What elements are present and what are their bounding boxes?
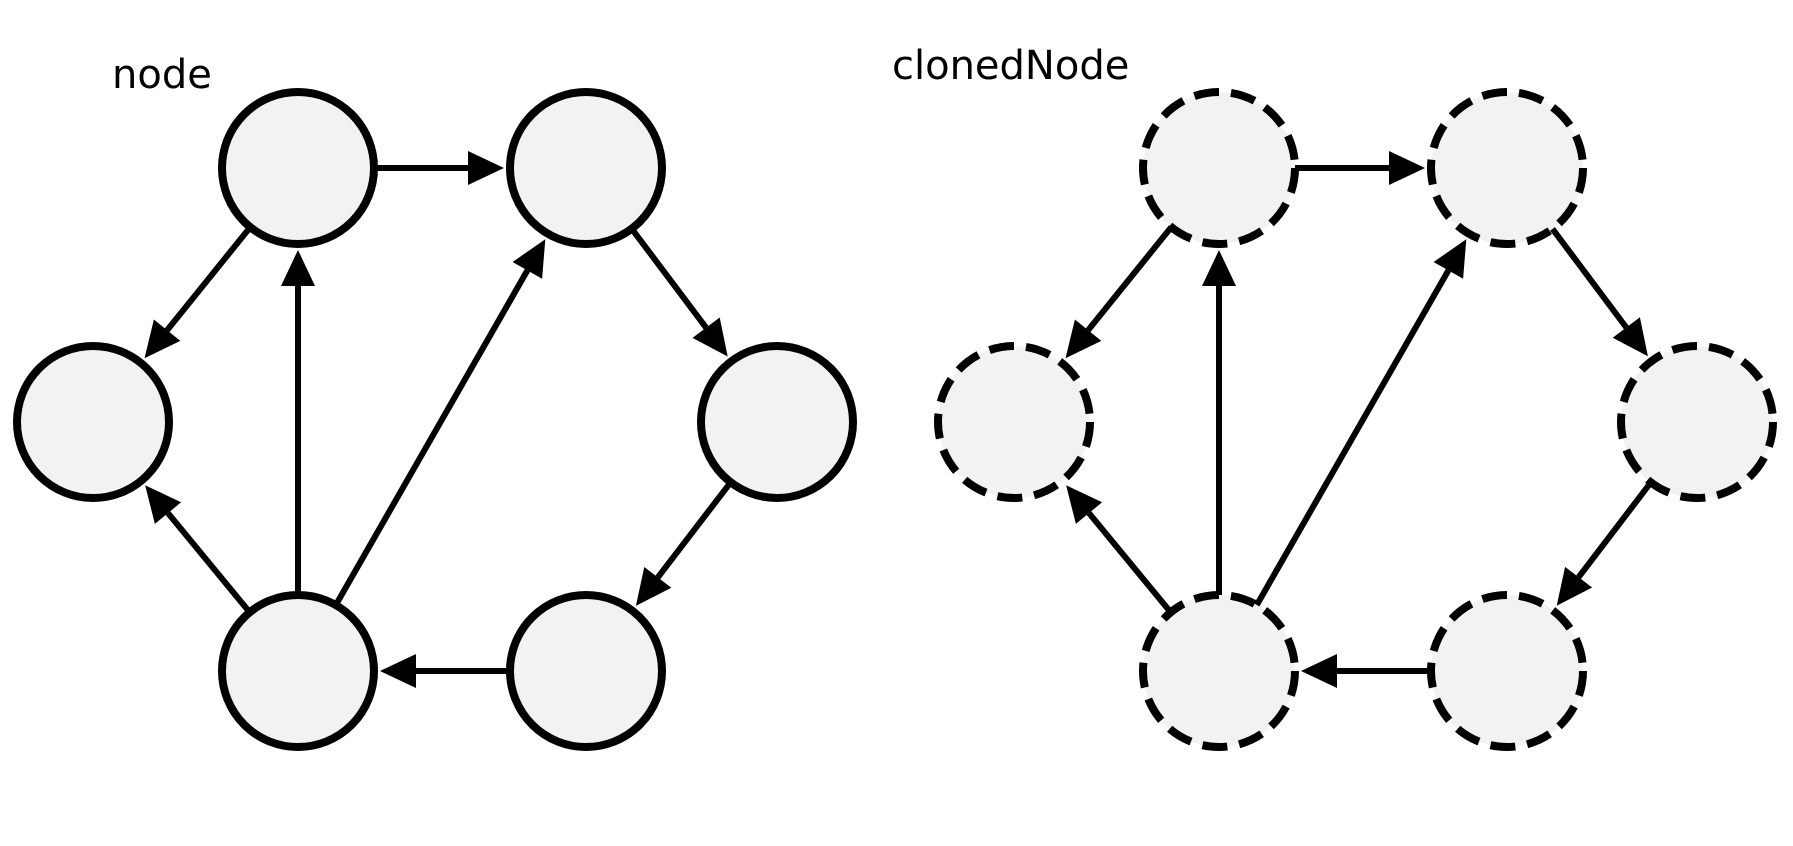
edge-bottom-left-to-top-left <box>1202 250 1236 595</box>
edge-top-right-to-right <box>1550 227 1648 357</box>
original-graph: node <box>13 52 857 751</box>
edge-line <box>1085 225 1174 333</box>
edge-top-left-to-top-right <box>374 151 504 185</box>
arrowhead-icon <box>635 567 672 606</box>
edge-right-to-bottom-right <box>635 480 734 606</box>
original-graph-nodes <box>13 88 857 751</box>
cloned-graph-nodes <box>934 88 1777 751</box>
node-top-left <box>218 88 378 248</box>
edge-line <box>1550 227 1629 330</box>
node-top-right <box>1427 88 1587 248</box>
arrowhead-icon <box>1066 485 1103 524</box>
edge-line <box>1086 511 1174 615</box>
edge-line <box>629 226 709 330</box>
arrowhead-icon <box>1301 654 1337 688</box>
node-bottom-right <box>506 591 666 751</box>
edge-line <box>333 268 531 607</box>
node-top-left <box>1139 88 1299 248</box>
original-graph-title: node <box>112 52 212 98</box>
edge-right-to-bottom-right <box>1556 480 1654 606</box>
arrowhead-icon <box>692 317 728 357</box>
edge-bottom-right-to-bottom-left <box>380 654 510 688</box>
arrowhead-icon <box>1389 151 1425 185</box>
edge-line <box>165 511 253 615</box>
arrowhead-icon <box>1202 250 1236 286</box>
node-bottom-left <box>218 591 378 751</box>
edge-line <box>1254 268 1452 607</box>
edge-line <box>164 225 253 333</box>
arrowhead-icon <box>380 654 416 688</box>
edge-top-right-to-right <box>629 226 728 357</box>
edge-line <box>655 480 734 580</box>
arrowhead-icon <box>468 151 504 185</box>
original-graph-edges <box>144 151 734 688</box>
edge-bottom-left-to-top-left <box>281 250 315 595</box>
arrowhead-icon <box>144 319 181 359</box>
edge-bottom-left-to-top-right <box>1254 239 1467 607</box>
arrowhead-icon <box>1433 239 1467 279</box>
node-bottom-right <box>1427 591 1587 751</box>
arrowhead-icon <box>1556 566 1593 606</box>
arrowhead-icon <box>1612 317 1648 357</box>
node-left <box>934 342 1094 502</box>
edge-top-left-to-left <box>144 225 253 359</box>
node-top-right <box>506 88 666 248</box>
node-left <box>13 342 173 502</box>
cloned-graph-title: clonedNode <box>892 43 1129 89</box>
edge-top-left-to-left <box>1065 225 1174 359</box>
node-right <box>697 342 857 502</box>
arrowhead-icon <box>1065 319 1102 359</box>
edge-bottom-left-to-left <box>1066 485 1174 615</box>
arrowhead-icon <box>281 250 315 286</box>
cloned-graph: clonedNode <box>892 43 1777 751</box>
arrowhead-icon <box>145 485 182 524</box>
edge-top-left-to-top-right <box>1295 151 1425 185</box>
edge-bottom-left-to-left <box>145 485 253 615</box>
node-right <box>1617 342 1777 502</box>
edge-line <box>1576 480 1654 580</box>
edge-bottom-right-to-bottom-left <box>1301 654 1431 688</box>
node-bottom-left <box>1139 591 1299 751</box>
arrowhead-icon <box>512 239 546 279</box>
edge-bottom-left-to-top-right <box>333 239 546 607</box>
cloned-graph-edges <box>1065 151 1654 688</box>
